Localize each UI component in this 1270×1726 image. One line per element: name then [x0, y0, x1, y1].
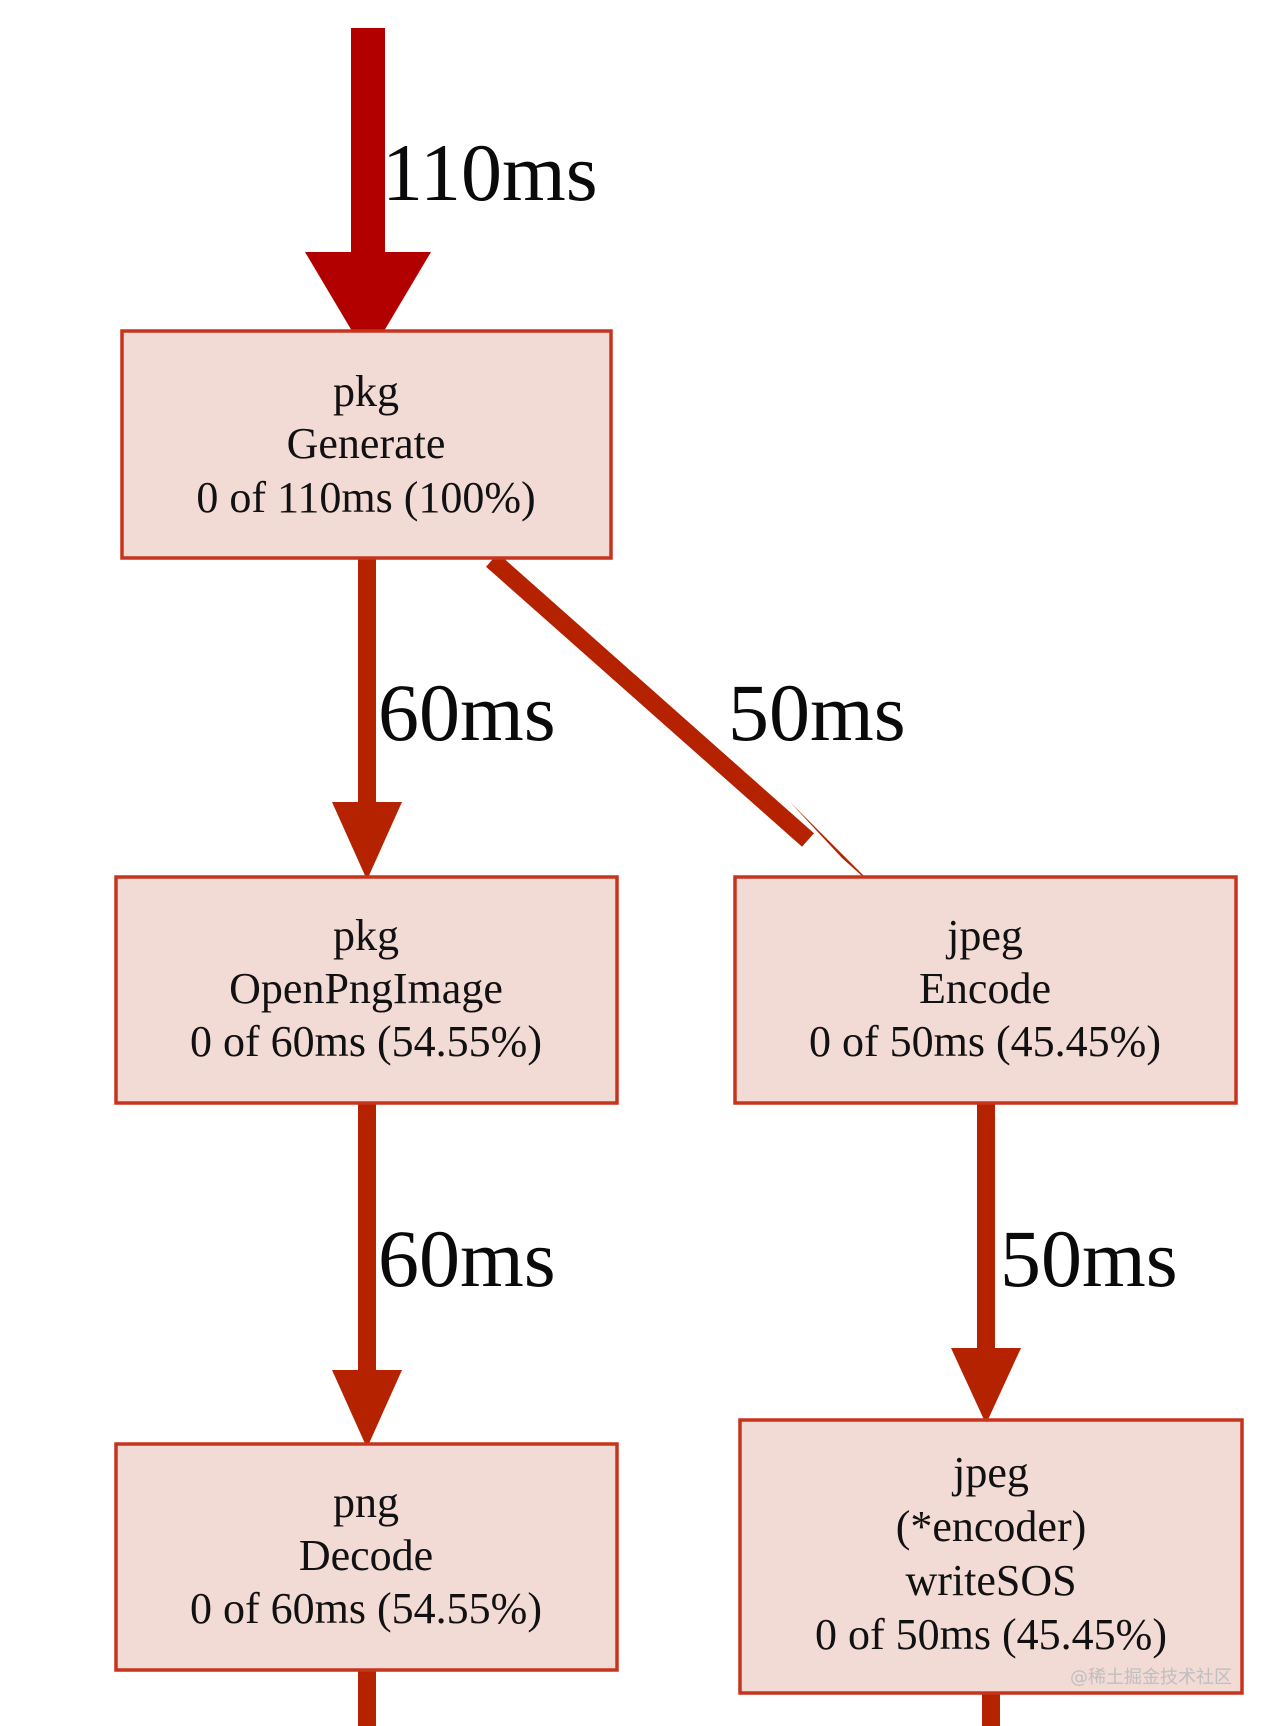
node-generate-cost: 0 of 110ms (100%) — [196, 473, 535, 522]
edge-label-generate-encode: 50ms — [728, 667, 906, 758]
node-writesos-cost: 0 of 50ms (45.45%) — [815, 1610, 1167, 1659]
node-generate-function: Generate — [287, 419, 446, 468]
node-openpng-function: OpenPngImage — [229, 964, 503, 1013]
watermark-text: @稀土掘金技术社区 — [1070, 1667, 1232, 1688]
node-encode-function: Encode — [919, 964, 1051, 1013]
node-openpng-cost: 0 of 60ms (54.55%) — [190, 1017, 542, 1066]
edge-in-generate-arrowhead — [305, 252, 431, 358]
node-writesos[interactable]: jpeg (*encoder) writeSOS 0 of 50ms (45.4… — [738, 1418, 1244, 1695]
edge-generate-encode — [486, 553, 880, 892]
edge-generate-openpng-arrowhead — [332, 802, 402, 880]
node-encode-cost: 0 of 50ms (45.45%) — [809, 1017, 1161, 1066]
node-decode-function: Decode — [299, 1531, 433, 1580]
node-openpng-package: pkg — [333, 911, 399, 960]
node-generate[interactable]: pkg Generate 0 of 110ms (100%) — [120, 329, 613, 560]
edge-openpng-decode-arrowhead — [332, 1370, 402, 1448]
edge-label-generate-openpng: 60ms — [378, 667, 556, 758]
edge-encode-writesos — [951, 1103, 1021, 1424]
edge-label-in-generate: 110ms — [382, 127, 598, 218]
edge-openpng-decode — [332, 1103, 402, 1448]
edge-generate-openpng — [332, 558, 402, 880]
node-encode-package: jpeg — [945, 911, 1023, 960]
node-writesos-function: writeSOS — [905, 1556, 1076, 1605]
edge-label-openpng-decode: 60ms — [378, 1213, 556, 1304]
node-encode[interactable]: jpeg Encode 0 of 50ms (45.45%) — [733, 875, 1238, 1105]
edge-generate-encode-arrowhead — [790, 802, 880, 892]
node-generate-package: pkg — [333, 367, 399, 416]
node-writesos-package: jpeg — [951, 1448, 1029, 1497]
edge-encode-writesos-arrowhead — [951, 1348, 1021, 1424]
node-decode-package: png — [333, 1478, 399, 1527]
node-openpng[interactable]: pkg OpenPngImage 0 of 60ms (54.55%) — [114, 875, 619, 1105]
edge-label-encode-writesos: 50ms — [1000, 1213, 1178, 1304]
node-decode[interactable]: png Decode 0 of 60ms (54.55%) — [114, 1442, 619, 1672]
node-decode-cost: 0 of 60ms (54.55%) — [190, 1584, 542, 1633]
edge-in-generate — [305, 28, 431, 358]
node-writesos-receiver: (*encoder) — [896, 1502, 1087, 1551]
